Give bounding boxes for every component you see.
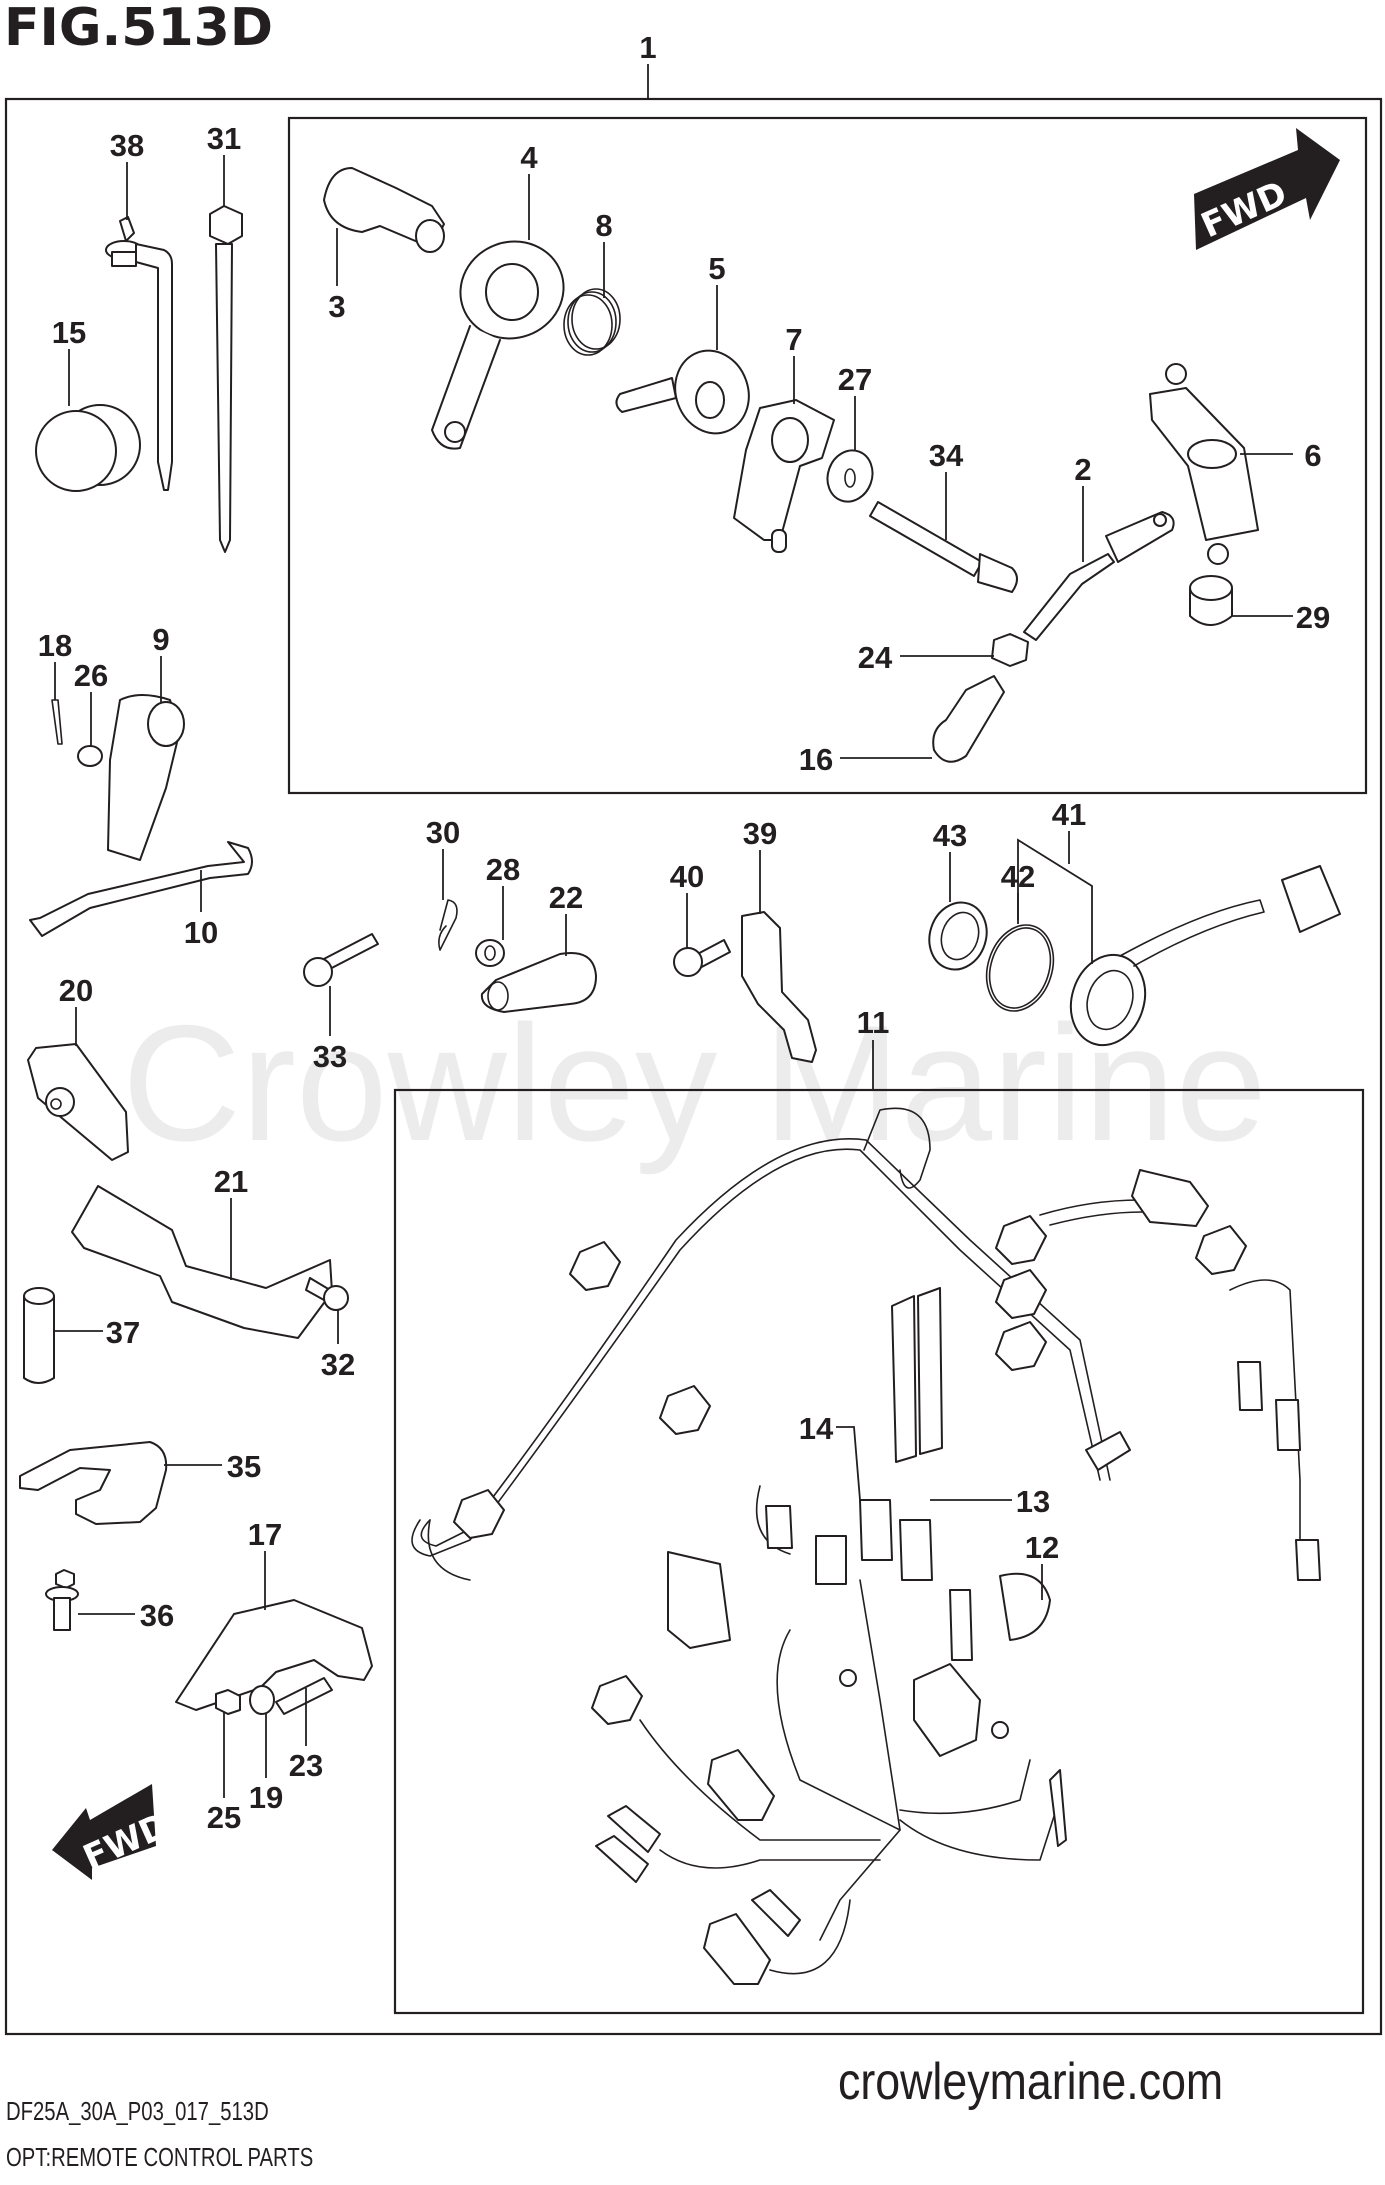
part-40-bolt[interactable] [673,939,731,977]
callout-18[interactable]: 18 [38,628,72,663]
callout-40[interactable]: 40 [670,859,704,894]
leader-lines [54,155,1293,1798]
part-21-bracket[interactable] [71,1185,333,1339]
website-label: crowleymarine.com [838,2053,1224,2111]
callout-27[interactable]: 27 [838,362,872,397]
callout-41[interactable]: 41 [1052,797,1086,832]
wiring-harness-frame [393,1088,1365,2015]
callout-17[interactable]: 17 [248,1517,282,1552]
callout-28[interactable]: 28 [486,852,520,887]
callout-30[interactable]: 30 [426,815,460,850]
callout-25[interactable]: 25 [207,1800,241,1835]
callout-23[interactable]: 23 [289,1748,323,1783]
figure-description: OPT:REMOTE CONTROL PARTS [6,2142,314,2172]
part-42-o-ring[interactable] [976,916,1064,1019]
fwd-arrow-bottom: FWD [52,1784,175,1880]
callout-11[interactable]: 11 [857,1005,890,1040]
part-31-cable-tie[interactable] [209,205,243,553]
callout-24[interactable]: 24 [858,640,893,675]
callout-37[interactable]: 37 [106,1315,140,1350]
callout-26[interactable]: 26 [74,658,108,693]
part-6-ball-lever[interactable] [1149,363,1259,565]
part-25-nut[interactable] [215,1689,241,1715]
part-39-bracket[interactable] [741,911,817,1063]
callout-8[interactable]: 8 [595,208,612,243]
part-3-collar[interactable] [323,167,445,253]
part-26-washer[interactable] [77,745,103,767]
callout-38[interactable]: 38 [110,128,144,163]
callout-7[interactable]: 7 [785,322,802,357]
part-18-cotter-pin[interactable] [51,699,63,745]
drawing-code: DF25A_30A_P03_017_513D [6,2096,269,2126]
part-7-lever-bracket[interactable] [733,399,835,553]
part-41-switch[interactable] [1060,865,1341,1055]
callout-1[interactable]: 1 [639,30,656,65]
part-2-shift-rod[interactable] [1023,511,1175,641]
callout-43[interactable]: 43 [933,818,967,853]
callout-3[interactable]: 3 [328,289,345,324]
callout-42[interactable]: 42 [1001,859,1035,894]
part-23-stud-bolt[interactable] [275,1677,333,1715]
figure-title: FIG.513D [4,0,274,58]
callout-32[interactable]: 32 [321,1347,355,1382]
part-8-spring[interactable] [563,288,621,356]
part-37-pipe[interactable] [23,1287,55,1384]
callout-16[interactable]: 16 [799,742,833,777]
part-29-spacer[interactable] [1189,575,1233,626]
part-33-bolt[interactable] [303,933,379,987]
part-30-clip[interactable] [438,899,458,951]
callout-9[interactable]: 9 [152,622,169,657]
part-11-wiring-harness[interactable] [411,1107,1321,1985]
callout-31[interactable]: 31 [207,121,241,156]
part-10-rod[interactable] [29,841,253,937]
callout-5[interactable]: 5 [708,251,725,286]
part-4-lever[interactable] [431,227,577,450]
callout-4[interactable]: 4 [520,140,538,175]
callout-22[interactable]: 22 [549,880,583,915]
callout-20[interactable]: 20 [59,973,93,1008]
part-27-washer[interactable] [820,444,879,508]
part-38-clamp[interactable] [105,216,173,491]
callout-21[interactable]: 21 [214,1164,248,1199]
callout-15[interactable]: 15 [52,315,86,350]
part-9-lever-arm[interactable] [107,694,185,861]
callout-19[interactable]: 19 [249,1780,283,1815]
part-19-washer[interactable] [249,1685,275,1715]
part-15-cap[interactable] [35,404,141,492]
callout-labels: 1 2 3 4 5 6 7 8 9 10 11 12 13 14 15 16 1… [38,30,1330,1835]
fwd-arrow-top: FWD [1194,128,1340,250]
part-35-plate[interactable] [19,1441,168,1525]
callout-39[interactable]: 39 [743,816,777,851]
part-32-bolt[interactable] [305,1277,349,1311]
part-17-bracket[interactable] [175,1599,373,1711]
callout-2[interactable]: 2 [1074,452,1091,487]
part-20-plate[interactable] [27,1043,129,1161]
part-5-cam[interactable] [615,340,760,444]
part-34-bolt[interactable] [869,501,1018,593]
part-16-rod-end[interactable] [932,675,1005,763]
part-24-nut[interactable] [991,633,1029,667]
callout-6[interactable]: 6 [1304,438,1321,473]
part-36-bolt[interactable] [45,1569,79,1631]
callout-12[interactable]: 12 [1025,1530,1059,1565]
callout-33[interactable]: 33 [313,1039,347,1074]
callout-13[interactable]: 13 [1016,1484,1050,1519]
callout-14[interactable]: 14 [799,1411,834,1446]
callout-34[interactable]: 34 [929,438,964,473]
assembly-frame [4,97,1383,2036]
callout-36[interactable]: 36 [140,1598,174,1633]
part-28-washer[interactable] [475,939,505,967]
callout-10[interactable]: 10 [184,915,218,950]
callout-29[interactable]: 29 [1296,600,1330,635]
callout-35[interactable]: 35 [227,1449,261,1484]
control-lever-group-frame [287,116,1368,795]
part-43-nut[interactable] [921,895,995,977]
part-22-joint[interactable] [480,952,597,1013]
